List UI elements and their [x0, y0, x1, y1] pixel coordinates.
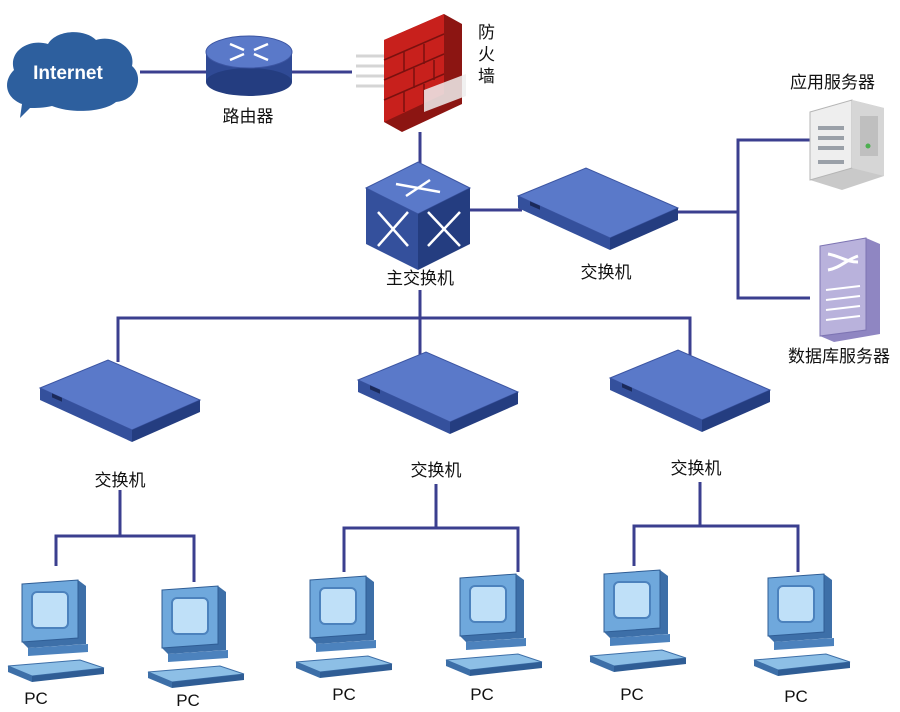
- access-switch-1: 交换机: [39, 359, 201, 491]
- server-switch: 交换机: [517, 167, 679, 283]
- database-server: 数据库服务器: [788, 237, 890, 367]
- pc-label-6: PC: [784, 687, 808, 706]
- access-switch-label-1: 交换机: [95, 471, 146, 491]
- pc-4: PC: [445, 573, 543, 704]
- switch-icon: [39, 359, 201, 443]
- firewall-label-1: 防: [478, 23, 495, 43]
- access-switch-2: 交换机: [357, 351, 519, 481]
- internet-cloud: Internet: [7, 32, 139, 118]
- pc-label-1: PC: [24, 689, 48, 708]
- pc-6: PC: [753, 573, 851, 706]
- server-icon: [809, 99, 884, 190]
- app-server-label: 应用服务器: [790, 73, 875, 93]
- switch-icon: [357, 351, 519, 435]
- app-server: 应用服务器: [790, 73, 884, 190]
- pc-label-4: PC: [470, 685, 494, 704]
- pc-icon: [753, 573, 851, 677]
- switch-icon: [517, 167, 679, 251]
- pc-label-5: PC: [620, 685, 644, 704]
- firewall-label-3: 墙: [478, 67, 495, 87]
- pc-1: PC: [7, 579, 105, 708]
- router-label: 路由器: [223, 107, 274, 127]
- router-icon: [205, 35, 293, 96]
- pc-2: PC: [147, 585, 245, 710]
- access-switch-3: 交换机: [609, 349, 771, 479]
- pc-5: PC: [589, 569, 687, 704]
- cloud-icon: [7, 32, 139, 118]
- core-switch-icon: [364, 161, 472, 270]
- server-switch-label: 交换机: [581, 263, 632, 283]
- pc-label-2: PC: [176, 691, 200, 710]
- database-server-icon: [819, 237, 880, 342]
- internet-label: Internet: [33, 63, 103, 84]
- pc-icon: [445, 573, 543, 677]
- router: 路由器: [205, 35, 293, 127]
- pc-icon: [295, 575, 393, 679]
- core-switch-label: 主交换机: [386, 269, 454, 289]
- firewall: 防 火 墙: [356, 14, 495, 132]
- access-switch-label-2: 交换机: [411, 461, 462, 481]
- switch-icon: [609, 349, 771, 433]
- pc-icon: [147, 585, 245, 689]
- firewall-icon: [356, 14, 466, 132]
- pc-icon: [7, 579, 105, 683]
- firewall-label-2: 火: [478, 45, 495, 65]
- access-switch-label-3: 交换机: [671, 459, 722, 479]
- pc-icon: [589, 569, 687, 673]
- db-server-label: 数据库服务器: [788, 347, 890, 367]
- core-switch: 主交换机: [364, 161, 472, 289]
- pc-3: PC: [295, 575, 393, 704]
- connection-lines: [54, 70, 810, 582]
- pc-label-3: PC: [332, 685, 356, 704]
